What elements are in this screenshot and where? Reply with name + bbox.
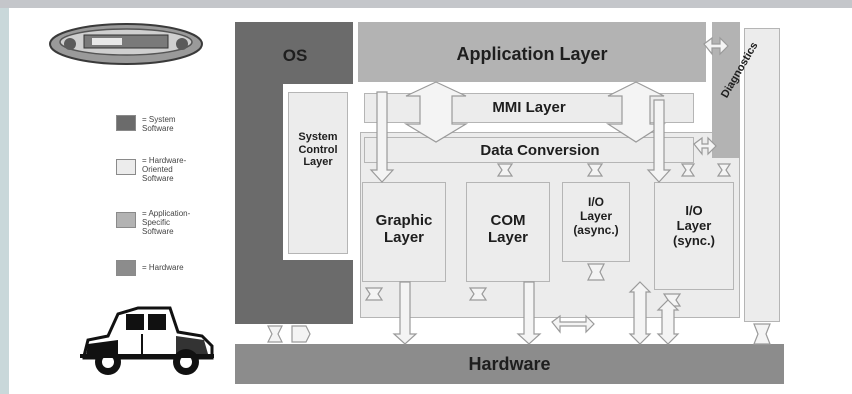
graphic-layer-box (362, 182, 446, 282)
com-layer-box (466, 182, 550, 282)
arrow-io-sync-to-hw-b (656, 299, 680, 345)
data-conversion-box (364, 137, 694, 163)
arrow-app-to-io-sync (646, 99, 672, 183)
arrow-right-column (753, 323, 771, 345)
arrow-io-sync-to-hw-a (628, 281, 652, 345)
os-label: OS (282, 46, 308, 65)
arrow-graphic-bottom (364, 287, 384, 301)
arrow-diag-dc (693, 136, 717, 156)
graphic-layer-label: Graphic Layer (375, 212, 433, 247)
hardware-label: Hardware (468, 354, 551, 374)
arrow-app-to-graphic (369, 91, 395, 183)
arrow-com-to-hw (516, 281, 542, 345)
vintage-car-icon (78, 300, 216, 380)
big-double-arrow-left (403, 81, 469, 143)
legend-swatch-hardware-oriented (116, 159, 136, 175)
io-sync-layer-label: I/O Layer (sync.) (673, 203, 715, 248)
data-conversion-label: Data Conversion (480, 142, 600, 159)
arrow-mid-hw (551, 314, 595, 334)
io-sync-layer-box (654, 182, 734, 290)
top-border (0, 0, 852, 8)
arrow-dc-to-io-sync-b (716, 163, 732, 177)
arrow-io-async-bottom (587, 263, 605, 281)
arrow-dc-to-io-async (586, 163, 604, 177)
hardware-box (235, 344, 784, 384)
arrow-os-to-hw (267, 325, 311, 343)
system-control-layer-label: System Control Layer (298, 131, 338, 169)
big-double-arrow-right (605, 81, 667, 143)
com-layer-label: COM Layer (487, 212, 529, 247)
legend-label-hardware-oriented: = Hardware- Oriented Software (142, 156, 187, 183)
io-async-layer-label: I/O Layer (async.) (573, 195, 619, 237)
left-border (0, 8, 9, 394)
arrow-dc-to-com (496, 163, 514, 177)
legend-label-hardware: = Hardware (142, 263, 184, 272)
io-async-layer-box (562, 182, 630, 262)
arrow-dc-to-io-sync-a (680, 163, 696, 177)
arrow-diag-app (703, 36, 729, 56)
car-radio-icon (48, 22, 204, 66)
legend-swatch-system-software (116, 115, 136, 131)
mmi-layer-label: MMI Layer (492, 99, 566, 116)
legend-label-application-specific: = Application- Specific Software (142, 209, 191, 236)
legend-swatch-application-specific (116, 212, 136, 228)
application-layer-label: Application Layer (456, 44, 608, 64)
right-hardware-oriented-column (744, 28, 780, 322)
arrow-com-bottom (468, 287, 488, 301)
legend-label-system-software: = System Software (142, 115, 176, 133)
system-control-layer-box (288, 92, 348, 254)
application-layer-box (358, 22, 706, 82)
arrow-graphic-to-hw (392, 281, 418, 345)
legend-swatch-hardware (116, 260, 136, 276)
